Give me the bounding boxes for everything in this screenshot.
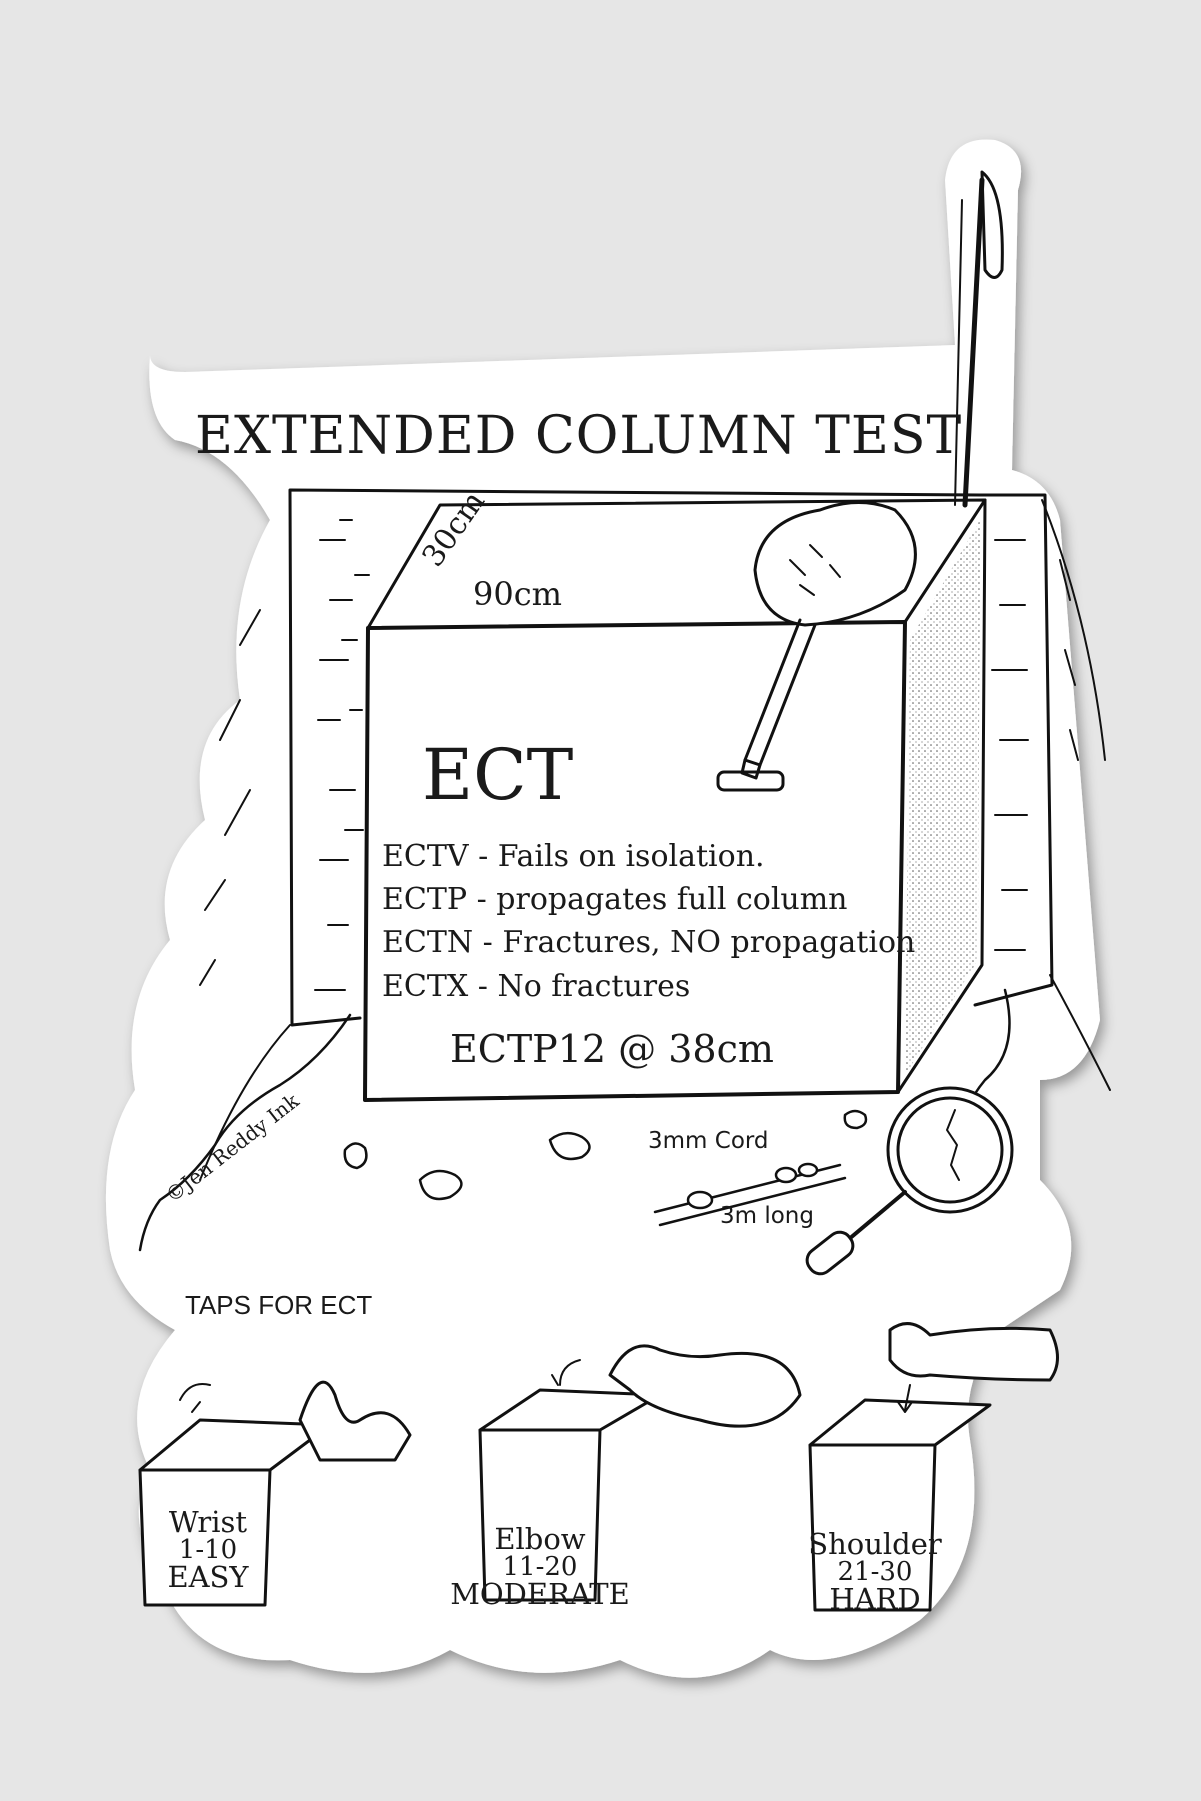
snow-column [363,498,987,1102]
result-row: ECTN - Fractures, NO propagation [382,925,916,960]
cord-length-label: 3m long [720,1203,814,1229]
hand-icon [179,1322,1059,1462]
column-width-label: 90cm [473,575,562,613]
example-result: ECTP12 @ 38cm [450,1027,774,1071]
probe-icon [954,170,1004,508]
cord-icon [653,1162,847,1227]
taps-heading: TAPS FOR ECT [185,1290,373,1320]
result-row: ECTP - propagates full column [382,882,848,917]
snow-chunk-icon [343,1109,868,1201]
result-row: ECTX - No fractures [382,969,691,1004]
magnifying-glass-icon [805,1086,1014,1276]
rope-icon [138,1013,352,1252]
snow-pit-wall [288,488,1054,1027]
page-title: EXTENDED COLUMN TEST [195,406,963,466]
wall-hatching [199,519,1079,991]
shovel-icon [716,501,917,792]
cord-label: 3mm Cord [648,1128,769,1154]
snow-block-icon [138,1388,992,1612]
ect-label: ECT [422,734,574,816]
result-row: ECTV - Fails on isolation. [382,839,765,874]
